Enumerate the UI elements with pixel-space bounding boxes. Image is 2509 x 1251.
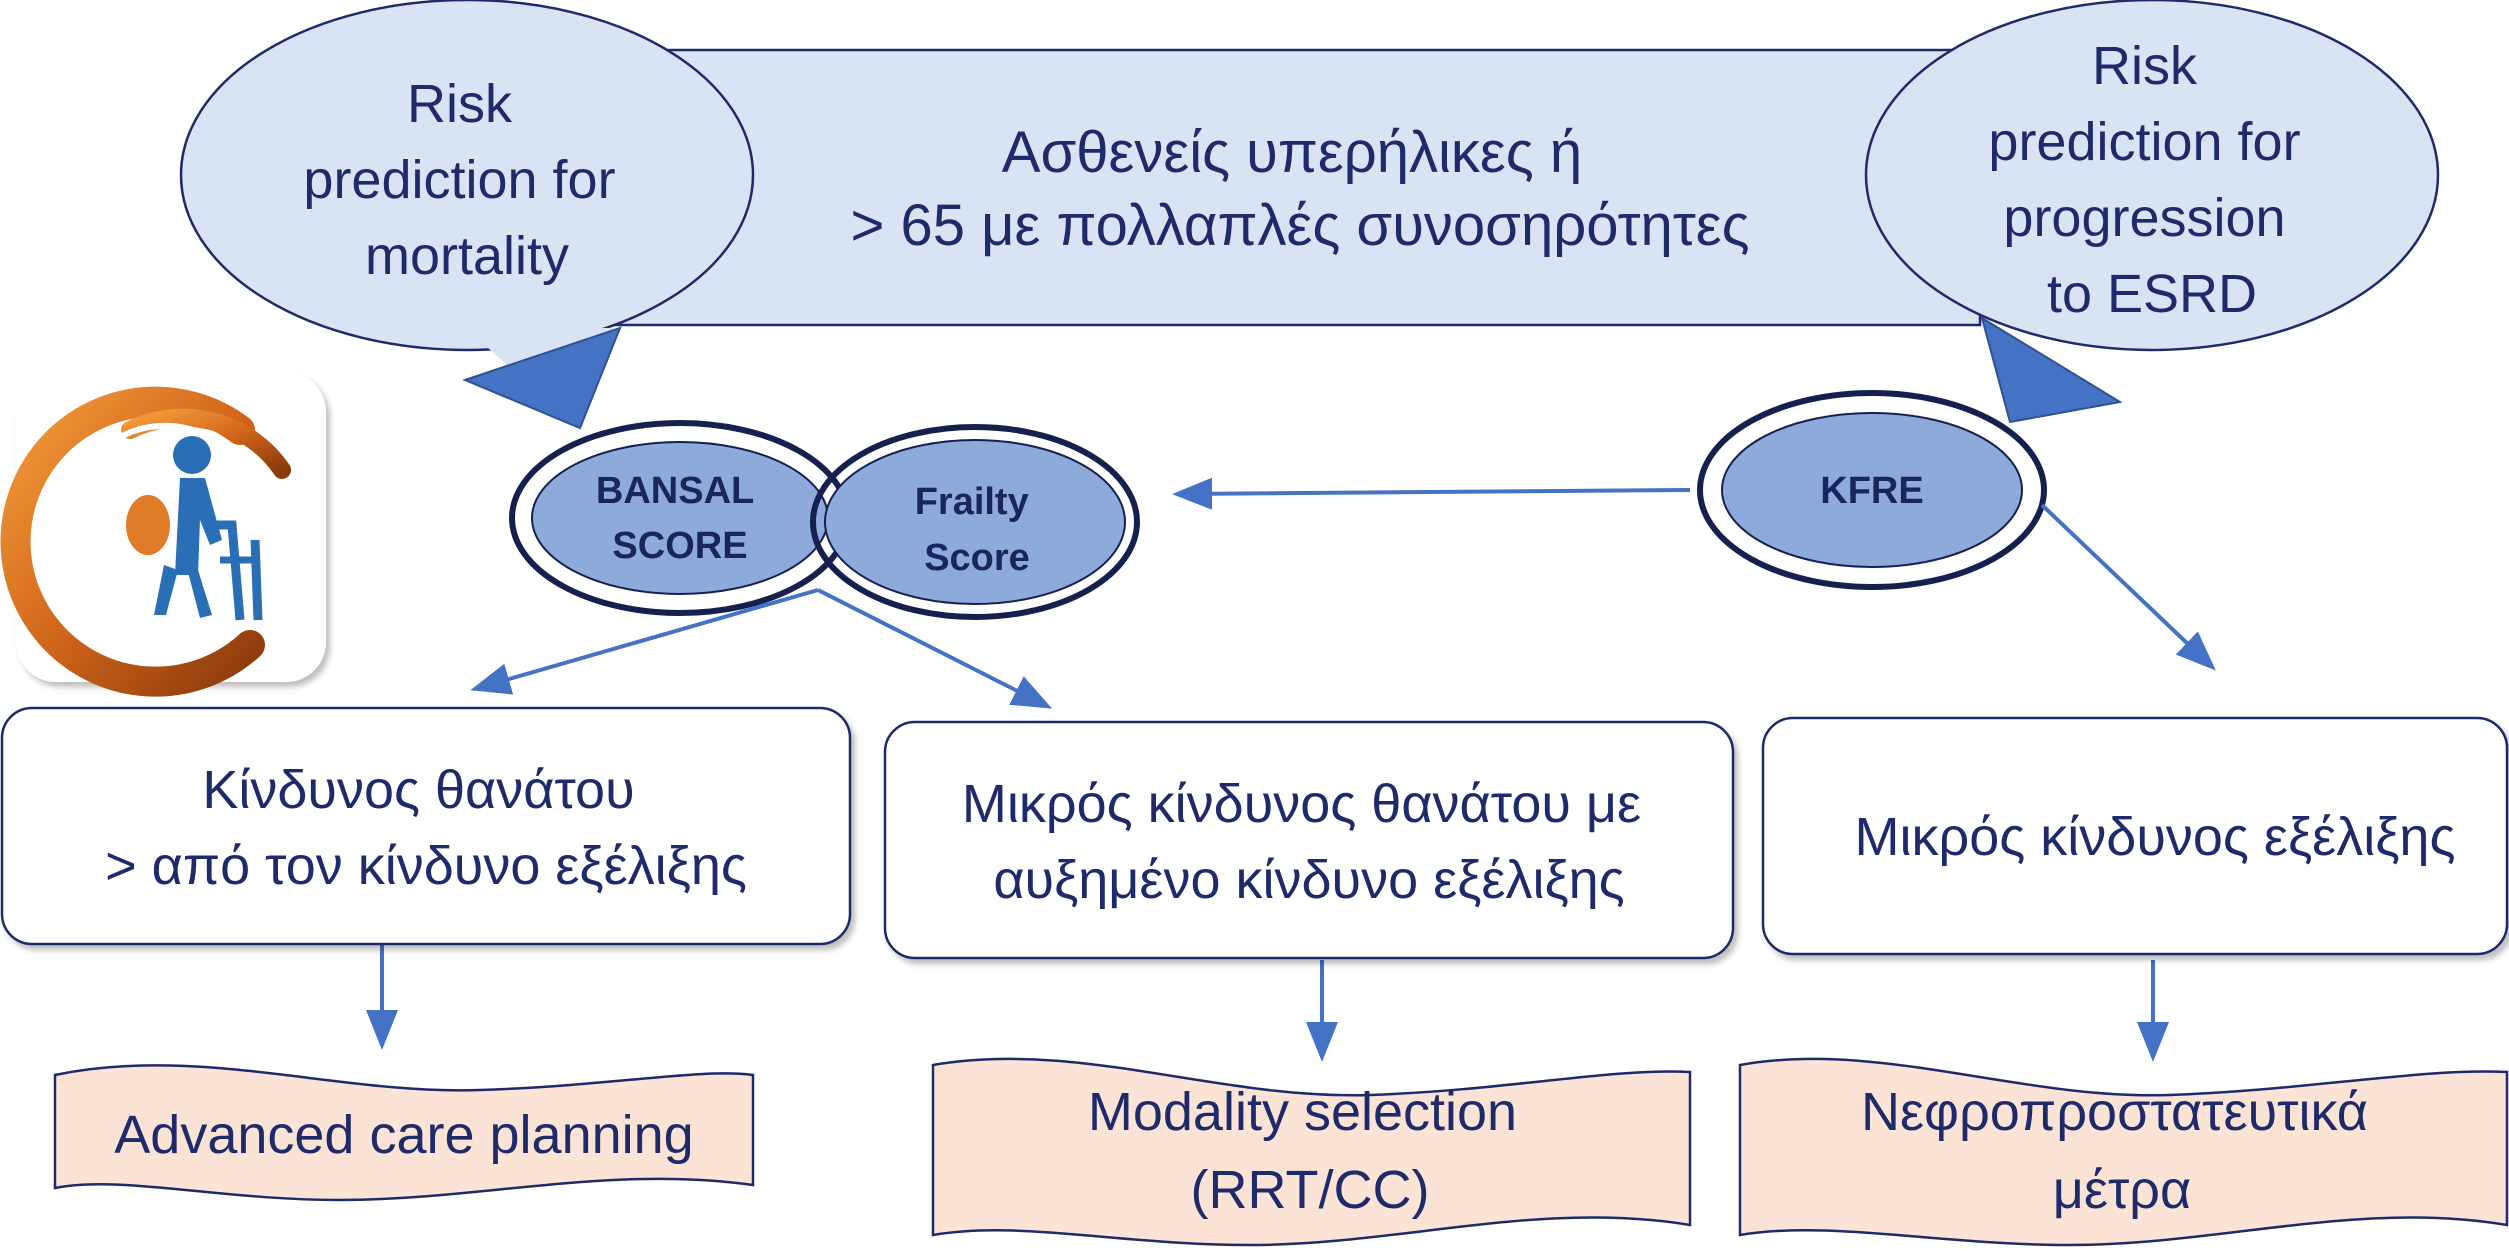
svg-text:Μικρός κίνδυνος θανάτου με: Μικρός κίνδυνος θανάτου με αυξημένο κίνδ… <box>962 774 1656 910</box>
outcome-right-line-2: μέτρα <box>2053 1160 2191 1220</box>
risk-middle-line-2: αυξημένο κίνδυνο εξέλιξης <box>993 850 1624 910</box>
kfre-label: KFRE <box>1820 470 1923 512</box>
outcome-left: Advanced care planning <box>53 1064 755 1202</box>
bubble-right-line-4: to ESRD <box>2047 264 2257 324</box>
outcome-left-line-1: Advanced care planning <box>114 1105 693 1165</box>
bubble-left-line-1: Risk <box>407 74 513 134</box>
bubble-pointer-right <box>1980 315 2123 424</box>
bansal-score-node <box>509 420 851 616</box>
arrow-scores-to-middle-box <box>817 588 1053 709</box>
svg-text:Risk prediction for: Risk prediction for mortality <box>303 74 630 286</box>
risk-box-middle: Μικρός κίνδυνος θανάτου με αυξημένο κίνδ… <box>883 720 1735 960</box>
bubble-left-line-2: prediction for <box>303 150 615 210</box>
frailty-score-node <box>810 424 1140 620</box>
bansal-line-2: SCORE <box>612 525 747 567</box>
svg-text:BANSAL SCORE: BANSAL SCORE <box>596 470 764 567</box>
mortality-risk-bubble: Risk prediction for mortality <box>179 0 755 430</box>
outcome-right: Νεφροπροστατευτικά μέτρα <box>1738 1057 2509 1247</box>
progression-risk-bubble: Risk prediction for progression to ESRD <box>1864 0 2440 424</box>
svg-text:Μικρός κίνδυνος εξέλιξης: Μικρός κίνδυνος εξέλιξης <box>1855 807 2456 867</box>
frailty-line-2: Score <box>924 537 1030 579</box>
elderly-walker-logo-icon <box>0 372 326 697</box>
outcome-right-line-1: Νεφροπροστατευτικά <box>1861 1082 2368 1142</box>
svg-text:Νεφροπροστατευτικά μέτρα: Νεφροπροστατευτικά μέτρα <box>1861 1082 2383 1220</box>
bubble-left-line-3: mortality <box>365 226 569 286</box>
bubble-pointer-left <box>462 326 622 430</box>
svg-text:Modality selection (RRT/: Modality selection (RRT/CC) <box>1088 1082 1532 1220</box>
arrow-kfre-to-right-box <box>2040 503 2216 671</box>
bansal-line-1: BANSAL <box>596 470 754 512</box>
outcome-middle: Modality selection (RRT/CC) <box>931 1057 1692 1247</box>
arrow-scores-to-left-box <box>470 588 819 695</box>
risk-box-right: Μικρός κίνδυνος εξέλιξης <box>1761 716 2509 956</box>
patients-banner <box>608 48 1982 327</box>
bubble-right-line-1: Risk <box>2092 36 2198 96</box>
banner-line-2: > 65 με πολλαπλές συνοσηρότητες <box>850 193 1749 258</box>
svg-text:Advanced care planning: Advanced care planning <box>114 1105 693 1165</box>
arrow-kfre-to-scores <box>1172 477 1691 510</box>
svg-text:Frailty Score: Frailty Score <box>915 481 1040 579</box>
risk-left-line-1: Κίνδυνος θανάτου <box>202 760 634 820</box>
svg-text:Κίνδυνος θανάτου > από τ: Κίνδυνος θανάτου > από τον κίνδυνο εξέλι… <box>105 760 747 896</box>
banner-line-1: Ασθενείς υπερήλικες ή <box>1002 120 1582 185</box>
svg-text:Risk prediction for: Risk prediction for progression to ESRD <box>1988 36 2315 324</box>
bubble-right-line-3: progression <box>2003 188 2285 248</box>
connectors <box>366 477 2216 1062</box>
kfre-node: KFRE <box>1697 390 2047 590</box>
risk-right-line-1: Μικρός κίνδυνος εξέλιξης <box>1855 807 2456 867</box>
risk-left-line-2: > από τον κίνδυνο εξέλιξης <box>105 836 747 896</box>
frailty-line-1: Frailty <box>915 481 1029 523</box>
risk-middle-line-1: Μικρός κίνδυνος θανάτου με <box>962 774 1641 834</box>
risk-box-left: Κίνδυνος θανάτου > από τον κίνδυνο εξέλι… <box>0 706 852 946</box>
bubble-right-line-2: prediction for <box>1988 112 2300 172</box>
banner-text: Ασθενείς υπερήλικες ή > 65 με πολλαπλές … <box>850 120 1749 258</box>
outcome-middle-line-1: Modality selection <box>1088 1082 1517 1142</box>
outcome-middle-line-2: (RRT/CC) <box>1191 1160 1430 1220</box>
